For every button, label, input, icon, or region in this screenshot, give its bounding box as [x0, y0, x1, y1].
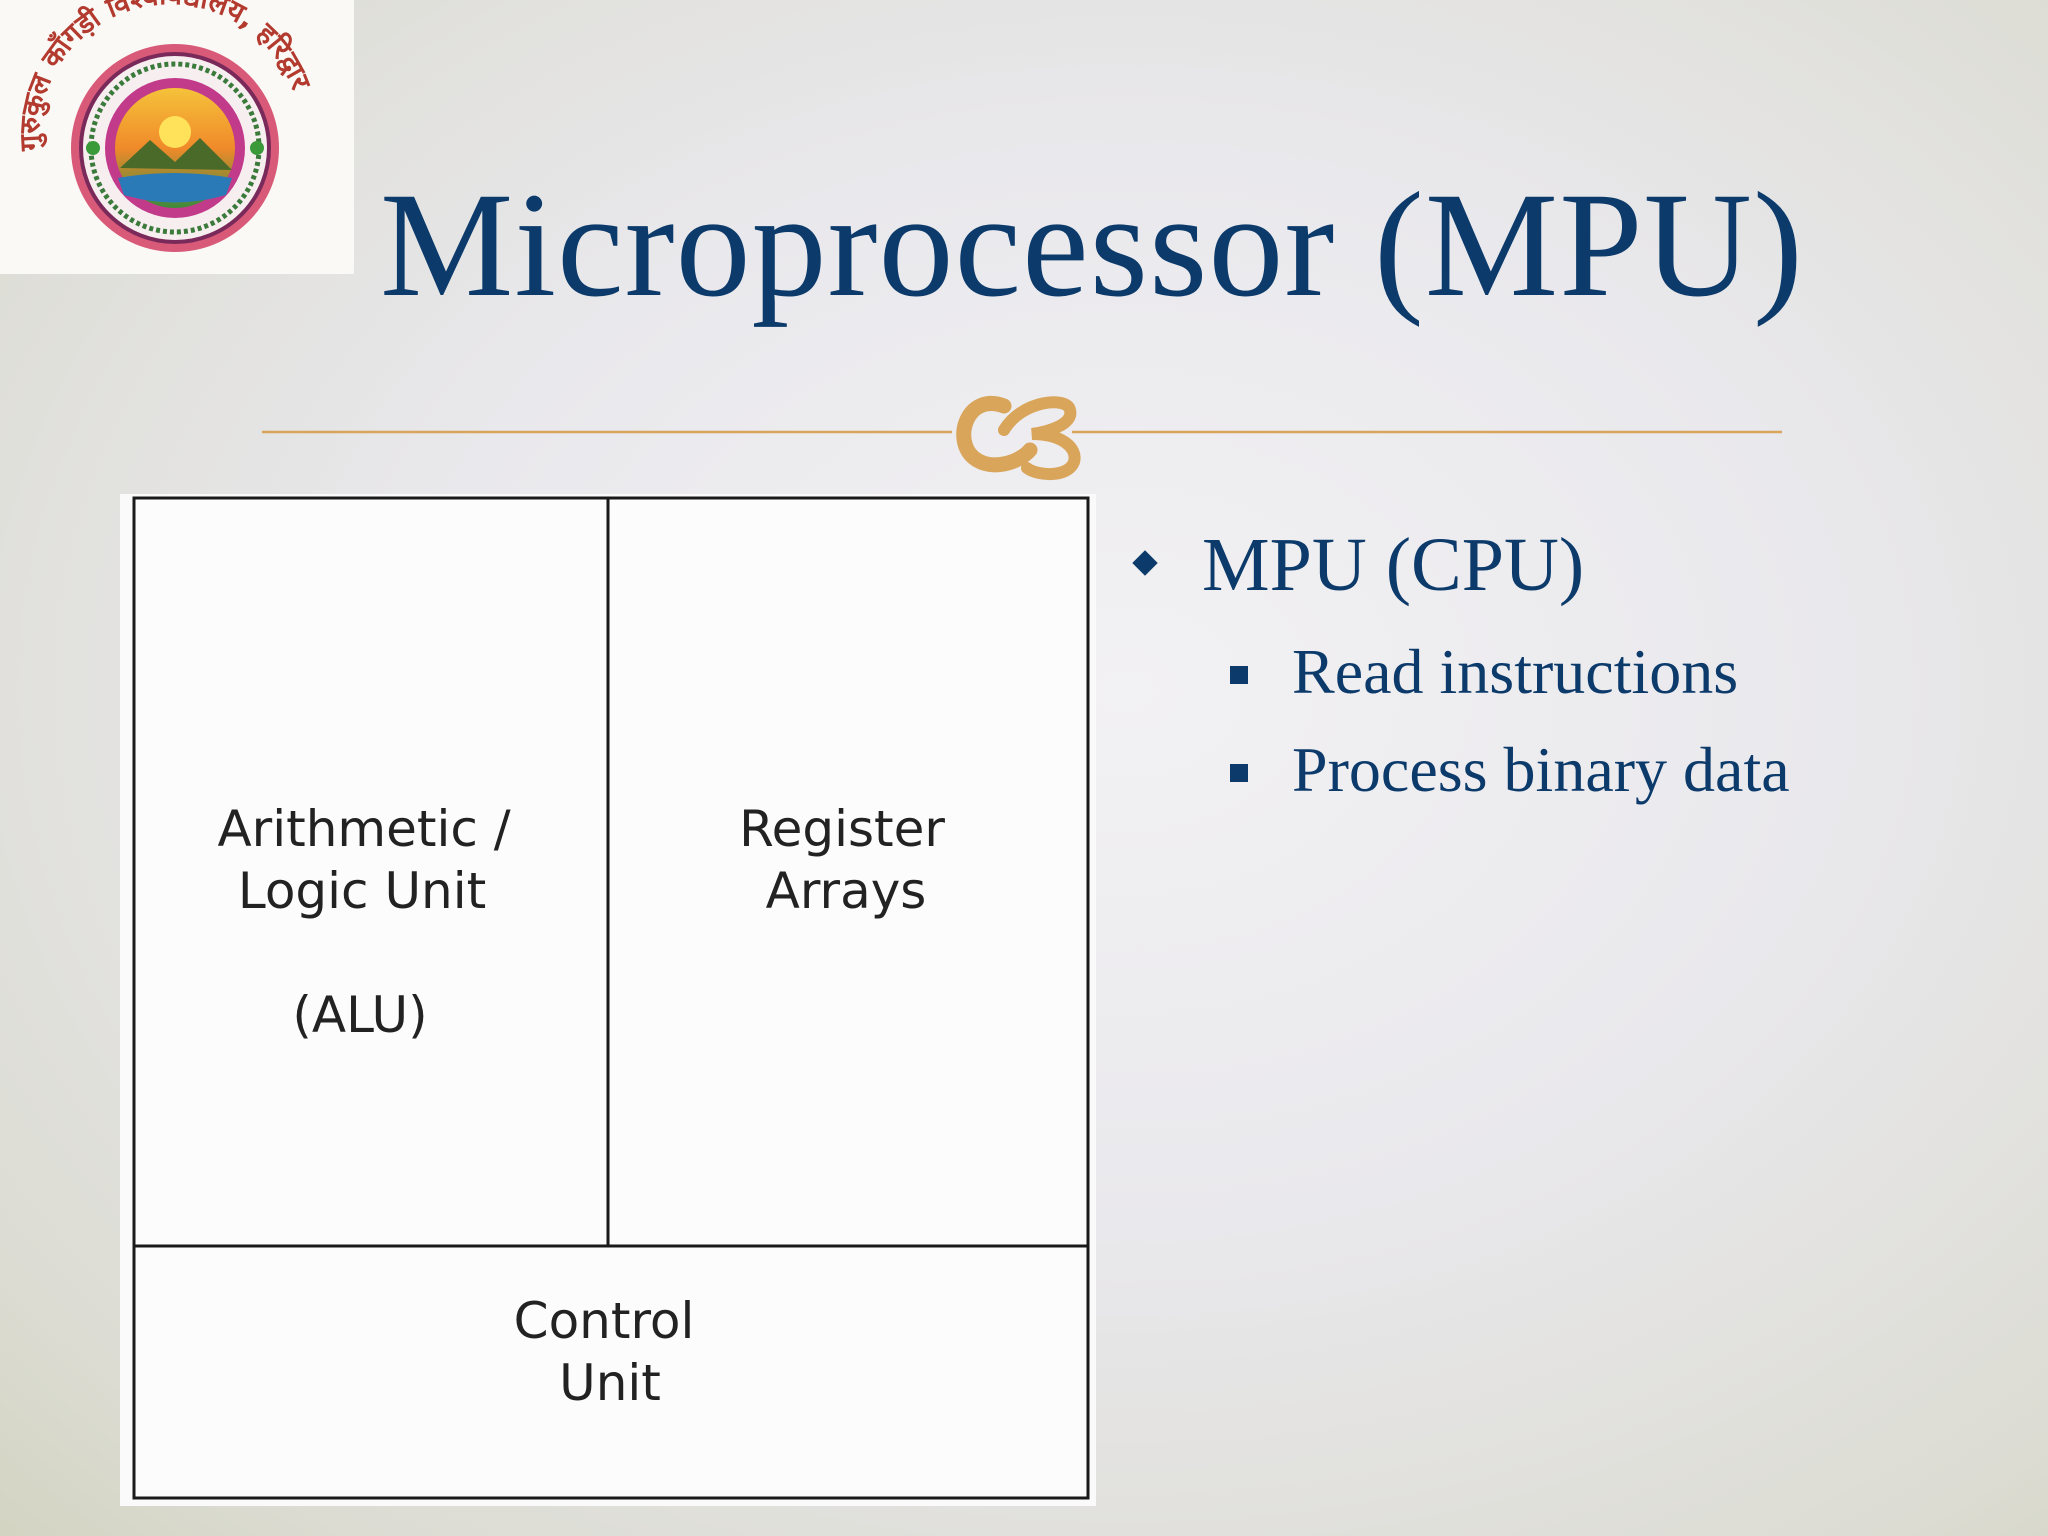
control-unit-label: Control Unit [514, 1292, 711, 1412]
diagram-frame [132, 496, 1090, 1500]
diamond-bullet-icon [1132, 550, 1158, 576]
register-arrays-label: Register Arrays [739, 800, 961, 920]
university-seal-logo: गुरुकुल काँगड़ी विश्वविद्यालय, हरिद्वार [13, 0, 318, 252]
square-bullet-icon [1230, 764, 1248, 782]
mpu-block-diagram: Arithmetic / Logic Unit (ALU) Register A… [120, 494, 1096, 1506]
title-divider [262, 370, 1782, 490]
university-logo: गुरुकुल काँगड़ी विश्वविद्यालय, हरिद्वार [0, 0, 354, 274]
bullet-list: MPU (CPU) Read instructions Process bina… [1130, 520, 2010, 840]
alu-block-label: Arithmetic / Logic Unit (ALU) [217, 800, 526, 1044]
slide-title: Microprocessor (MPU) [380, 162, 1804, 328]
square-bullet-icon [1230, 666, 1248, 684]
swash-ornament-icon [956, 396, 1081, 480]
